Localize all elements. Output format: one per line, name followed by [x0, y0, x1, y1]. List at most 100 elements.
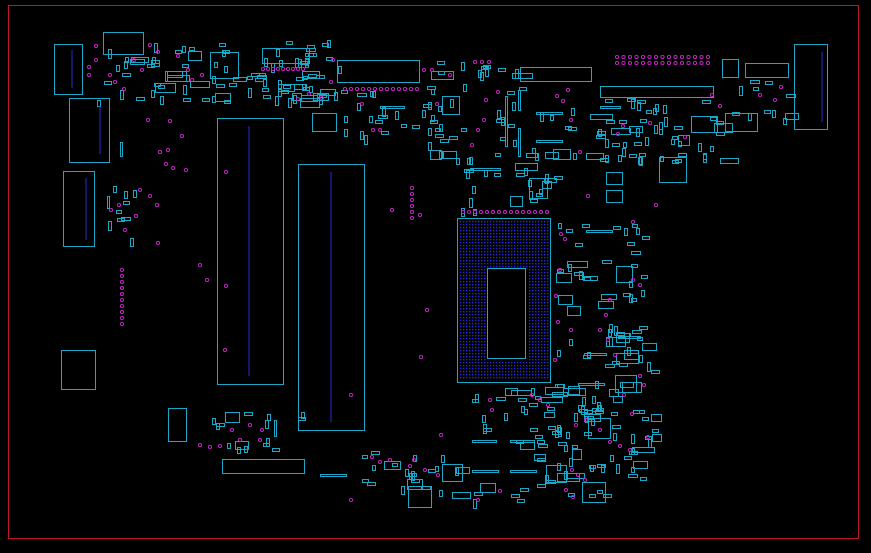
passive-component[interactable]: [605, 155, 609, 163]
passive-component[interactable]: [467, 158, 471, 165]
passive-component[interactable]: [344, 129, 348, 137]
test-pad[interactable]: [348, 86, 354, 92]
passive-component[interactable]: [511, 390, 532, 396]
test-pad[interactable]: [673, 60, 678, 66]
passive-component[interactable]: [478, 70, 482, 78]
test-pad[interactable]: [679, 60, 685, 66]
passive-component[interactable]: [507, 91, 515, 95]
passive-component[interactable]: [568, 386, 580, 395]
passive-component[interactable]: [783, 118, 787, 125]
test-pad[interactable]: [147, 42, 153, 48]
test-pad[interactable]: [475, 127, 481, 133]
passive-component[interactable]: [395, 111, 399, 120]
test-pad[interactable]: [290, 66, 296, 72]
passive-component[interactable]: [517, 499, 525, 503]
test-pad[interactable]: [653, 54, 659, 60]
test-pad[interactable]: [575, 472, 581, 478]
passive-component[interactable]: [536, 193, 543, 197]
passive-component[interactable]: [633, 461, 648, 469]
passive-component[interactable]: [567, 261, 588, 268]
test-pad[interactable]: [460, 209, 466, 215]
passive-component[interactable]: [97, 100, 101, 107]
passive-component[interactable]: [530, 199, 538, 203]
test-pad[interactable]: [620, 123, 626, 129]
passive-component[interactable]: [248, 88, 252, 98]
passive-component[interactable]: [372, 465, 376, 471]
passive-component[interactable]: [482, 415, 486, 423]
passive-component[interactable]: [300, 98, 320, 108]
test-pad[interactable]: [529, 392, 535, 398]
thin-component-vertical[interactable]: [505, 96, 508, 147]
passive-component[interactable]: [606, 120, 615, 124]
test-pad[interactable]: [544, 209, 550, 215]
passive-component[interactable]: [672, 160, 679, 164]
passive-component[interactable]: [646, 110, 652, 114]
passive-component[interactable]: [338, 66, 342, 74]
passive-component[interactable]: [557, 269, 564, 273]
test-pad[interactable]: [179, 133, 185, 139]
ic-center-a[interactable]: [312, 113, 337, 132]
passive-component[interactable]: [439, 124, 443, 132]
test-pad[interactable]: [154, 202, 160, 208]
test-pad[interactable]: [679, 54, 685, 60]
test-pad[interactable]: [757, 92, 763, 98]
passive-component[interactable]: [322, 43, 329, 47]
test-pad[interactable]: [645, 434, 651, 440]
passive-component[interactable]: [703, 154, 707, 160]
thin-component[interactable]: [536, 112, 563, 115]
test-pad[interactable]: [568, 327, 574, 333]
test-pad[interactable]: [348, 497, 354, 503]
test-pad[interactable]: [475, 497, 481, 503]
thin-component-vertical[interactable]: [518, 128, 521, 157]
passive-component[interactable]: [223, 50, 230, 54]
test-pad[interactable]: [328, 79, 334, 85]
passive-component[interactable]: [618, 155, 622, 162]
passive-component[interactable]: [535, 396, 541, 400]
passive-component[interactable]: [183, 85, 187, 95]
test-pad[interactable]: [119, 273, 125, 279]
passive-component[interactable]: [288, 98, 292, 108]
test-pad[interactable]: [641, 382, 647, 388]
passive-component[interactable]: [624, 228, 628, 236]
passive-component[interactable]: [566, 432, 570, 439]
passive-component[interactable]: [316, 75, 325, 79]
test-pad[interactable]: [617, 443, 623, 449]
passive-component[interactable]: [545, 174, 549, 184]
passive-component[interactable]: [611, 412, 618, 416]
cpu-bga-package[interactable]: [457, 218, 551, 383]
passive-component[interactable]: [545, 387, 564, 395]
passive-component[interactable]: [305, 59, 309, 68]
passive-component[interactable]: [372, 91, 376, 98]
test-pad[interactable]: [197, 262, 203, 268]
test-pad[interactable]: [265, 66, 271, 72]
test-pad[interactable]: [197, 442, 203, 448]
passive-component[interactable]: [216, 423, 220, 430]
test-pad[interactable]: [295, 96, 301, 102]
test-pad[interactable]: [402, 86, 408, 92]
test-pad[interactable]: [396, 86, 402, 92]
test-pad[interactable]: [469, 142, 475, 148]
ic-bottom-b[interactable]: [582, 482, 606, 503]
passive-component[interactable]: [539, 189, 543, 195]
test-pad[interactable]: [630, 277, 636, 283]
passive-component[interactable]: [124, 191, 128, 199]
passive-component[interactable]: [586, 153, 604, 160]
passive-component[interactable]: [589, 494, 596, 498]
passive-component[interactable]: [428, 102, 432, 110]
test-pad[interactable]: [573, 422, 579, 428]
passive-component[interactable]: [452, 492, 471, 499]
connector-top-left[interactable]: [103, 32, 144, 55]
passive-component[interactable]: [627, 242, 635, 246]
passive-component[interactable]: [641, 275, 648, 279]
test-pad[interactable]: [237, 437, 243, 443]
test-pad[interactable]: [627, 60, 633, 66]
test-pad[interactable]: [119, 291, 125, 297]
test-pad[interactable]: [422, 467, 428, 473]
passive-component[interactable]: [532, 148, 536, 154]
test-pad[interactable]: [300, 66, 306, 72]
passive-component[interactable]: [108, 49, 112, 59]
passive-component[interactable]: [300, 61, 308, 65]
test-pad[interactable]: [605, 337, 611, 343]
passive-component[interactable]: [613, 396, 623, 403]
cpu-die-void[interactable]: [487, 268, 526, 359]
